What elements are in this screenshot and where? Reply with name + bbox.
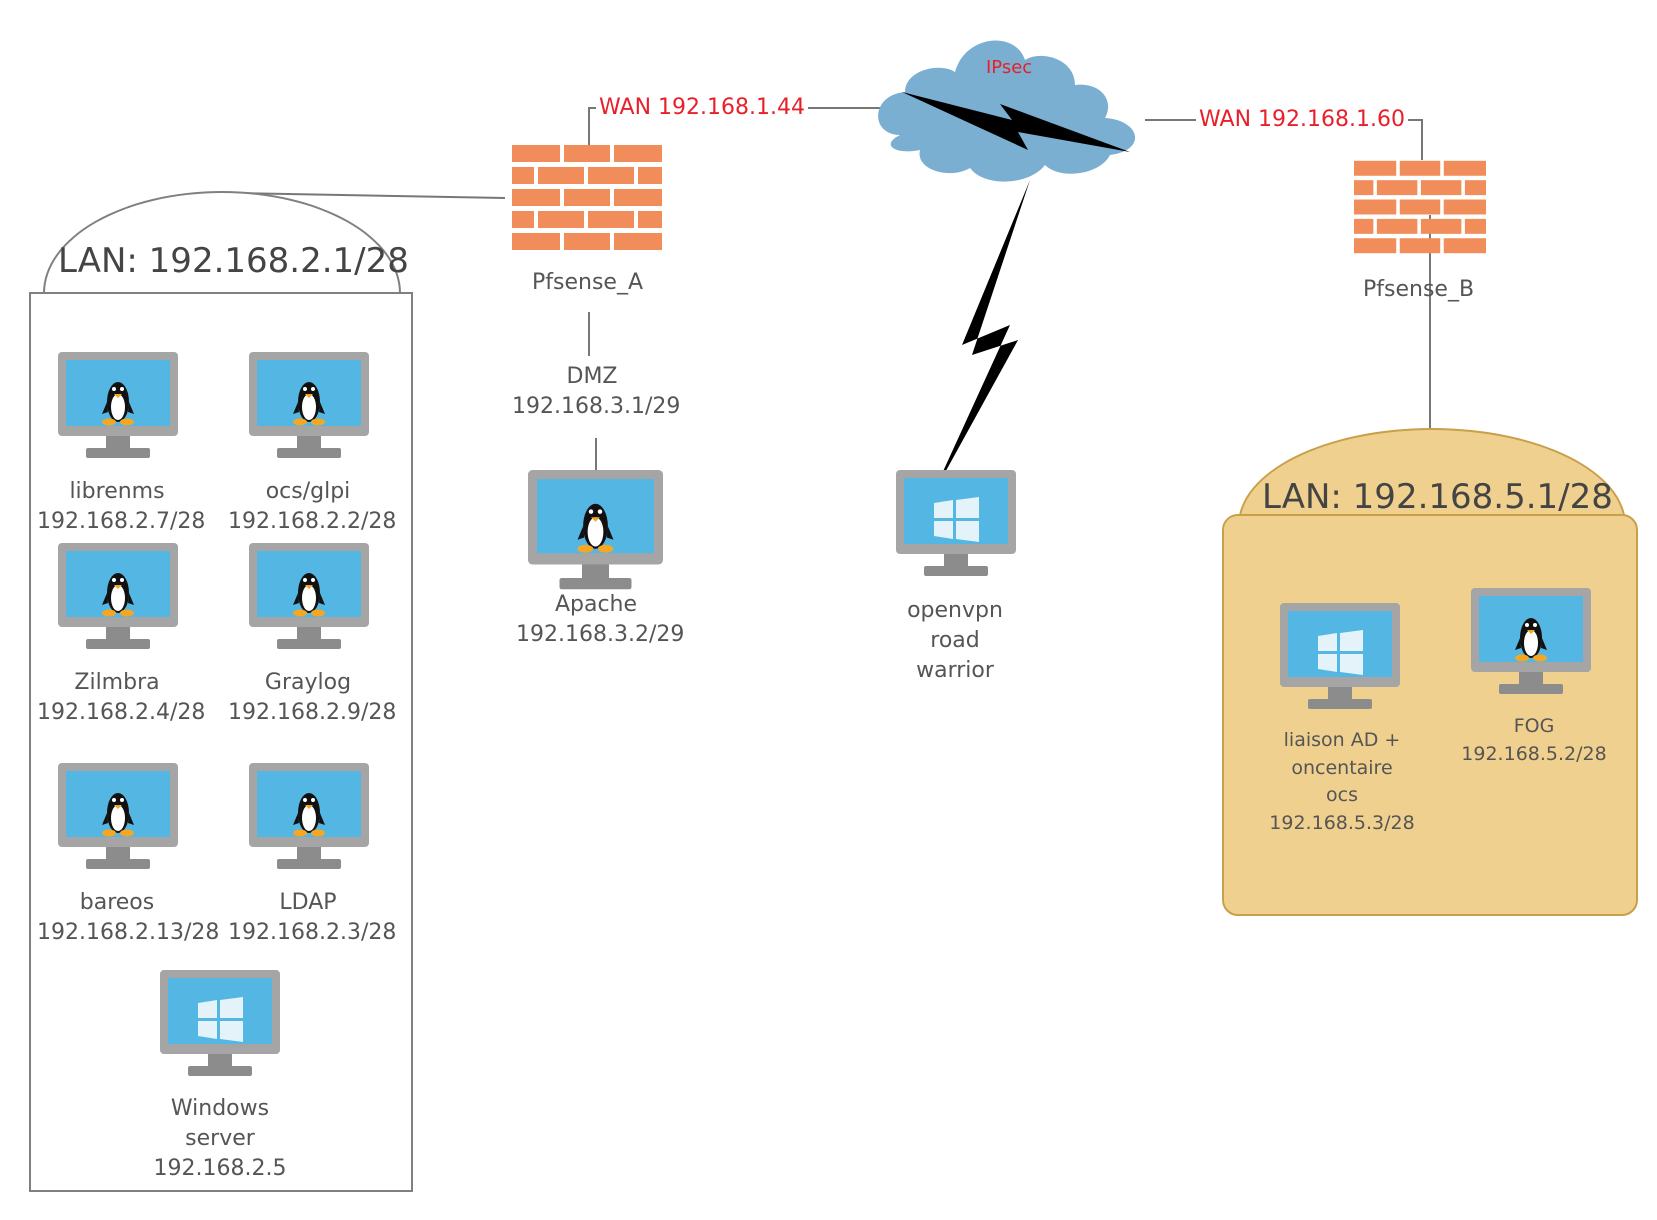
- host-name-line2: road: [930, 628, 980, 654]
- host-ip: 192.168.2.4/28: [37, 700, 206, 726]
- monitor-roadwarrior-windows-icon[interactable]: [896, 470, 1016, 580]
- host-label-zilmbra: Zilmbra 192.168.2.4/28: [37, 668, 206, 728]
- host-name-line1: Windows: [170, 1096, 270, 1121]
- monitor-ad-windows-icon[interactable]: [1280, 603, 1400, 713]
- host-label-roadwarrior: openvpn road warrior: [875, 596, 1035, 686]
- link-lan-a-pfsense-a: [234, 192, 506, 199]
- pfsense-b-label: Pfsense_B: [1363, 277, 1475, 302]
- host-name: librenms: [69, 479, 165, 504]
- pfsense-b-firewall-icon[interactable]: [1354, 160, 1486, 254]
- host-name-line2: oncentaire: [1291, 756, 1393, 779]
- monitor-librenms-linux-icon[interactable]: [58, 352, 178, 462]
- host-ip: 192.168.2.13/28: [37, 920, 220, 946]
- monitor-graylog-linux-icon[interactable]: [249, 543, 369, 653]
- monitor-zilmbra-linux-icon[interactable]: [58, 543, 178, 653]
- host-ip: 192.168.2.9/28: [228, 700, 397, 726]
- monitor-windows-server-windows-icon[interactable]: [160, 970, 280, 1080]
- host-label-ocs-glpi: ocs/glpi 192.168.2.2/28: [228, 477, 397, 537]
- dmz-ip: 192.168.3.1/29: [512, 394, 681, 420]
- host-label-apache: Apache 192.168.3.2/29: [516, 590, 685, 650]
- host-label-ad: liaison AD + oncentaire ocs 192.168.5.3/…: [1262, 727, 1422, 837]
- host-name-line1: liaison AD +: [1283, 729, 1401, 751]
- monitor-ldap-linux-icon[interactable]: [249, 763, 369, 873]
- host-name: Apache: [554, 592, 638, 617]
- monitor-bareos-linux-icon[interactable]: [58, 763, 178, 873]
- host-ip: 192.168.5.3/28: [1269, 811, 1415, 834]
- monitor-apache-linux-icon[interactable]: [528, 470, 663, 590]
- lan-b-title: LAN: 192.168.5.1/28: [1262, 477, 1613, 517]
- host-name-line3: ocs: [1326, 784, 1358, 807]
- wan-a-label: WAN 192.168.1.44: [596, 93, 809, 124]
- link-wan-b-pfsense-b: [1402, 119, 1423, 160]
- host-name-line2: server: [185, 1126, 255, 1152]
- pfsense-a-label: Pfsense_A: [532, 270, 643, 295]
- wan-b-label: WAN 192.168.1.60: [1196, 105, 1409, 136]
- monitor-fog-linux-icon[interactable]: [1471, 588, 1591, 698]
- ipsec-label: IPsec: [986, 57, 1033, 78]
- host-ip: 192.168.5.2/28: [1461, 742, 1607, 765]
- lan-a-title: LAN: 192.168.2.1/28: [58, 241, 409, 281]
- host-ip: 192.168.2.7/28: [37, 509, 206, 535]
- pfsense-a-firewall-icon[interactable]: [512, 145, 662, 250]
- dmz-name: DMZ: [566, 364, 618, 389]
- host-name: Graylog: [264, 670, 352, 695]
- host-name: LDAP: [279, 890, 337, 915]
- host-name: bareos: [79, 890, 155, 915]
- link-pfsense-a-wan: [588, 107, 598, 148]
- host-name-line3: warrior: [916, 658, 994, 684]
- host-label-graylog: Graylog 192.168.2.9/28: [228, 668, 397, 728]
- host-label-fog: FOG 192.168.5.2/28: [1454, 713, 1614, 768]
- monitor-ocs-glpi-linux-icon[interactable]: [249, 352, 369, 462]
- host-label-librenms: librenms 192.168.2.7/28: [37, 477, 206, 537]
- host-ip: 192.168.2.5: [153, 1156, 287, 1182]
- host-ip: 192.168.3.2/29: [516, 622, 685, 648]
- host-ip: 192.168.2.3/28: [228, 920, 397, 946]
- host-label-bareos: bareos 192.168.2.13/28: [37, 888, 220, 948]
- dmz-label: DMZ 192.168.3.1/29: [512, 362, 681, 422]
- host-ip: 192.168.2.2/28: [228, 509, 397, 535]
- host-label-windows-server: Windows server 192.168.2.5: [140, 1094, 300, 1184]
- roadwarrior-bolt-icon: [940, 180, 1030, 478]
- host-label-ldap: LDAP 192.168.2.3/28: [228, 888, 397, 948]
- ipsec-bolt-icon: [902, 92, 1130, 152]
- host-name: Zilmbra: [74, 670, 160, 695]
- host-name-line1: openvpn: [907, 598, 1003, 623]
- host-name: FOG: [1513, 715, 1555, 737]
- host-name: ocs/glpi: [265, 479, 351, 504]
- lan-b-container: [1222, 514, 1638, 916]
